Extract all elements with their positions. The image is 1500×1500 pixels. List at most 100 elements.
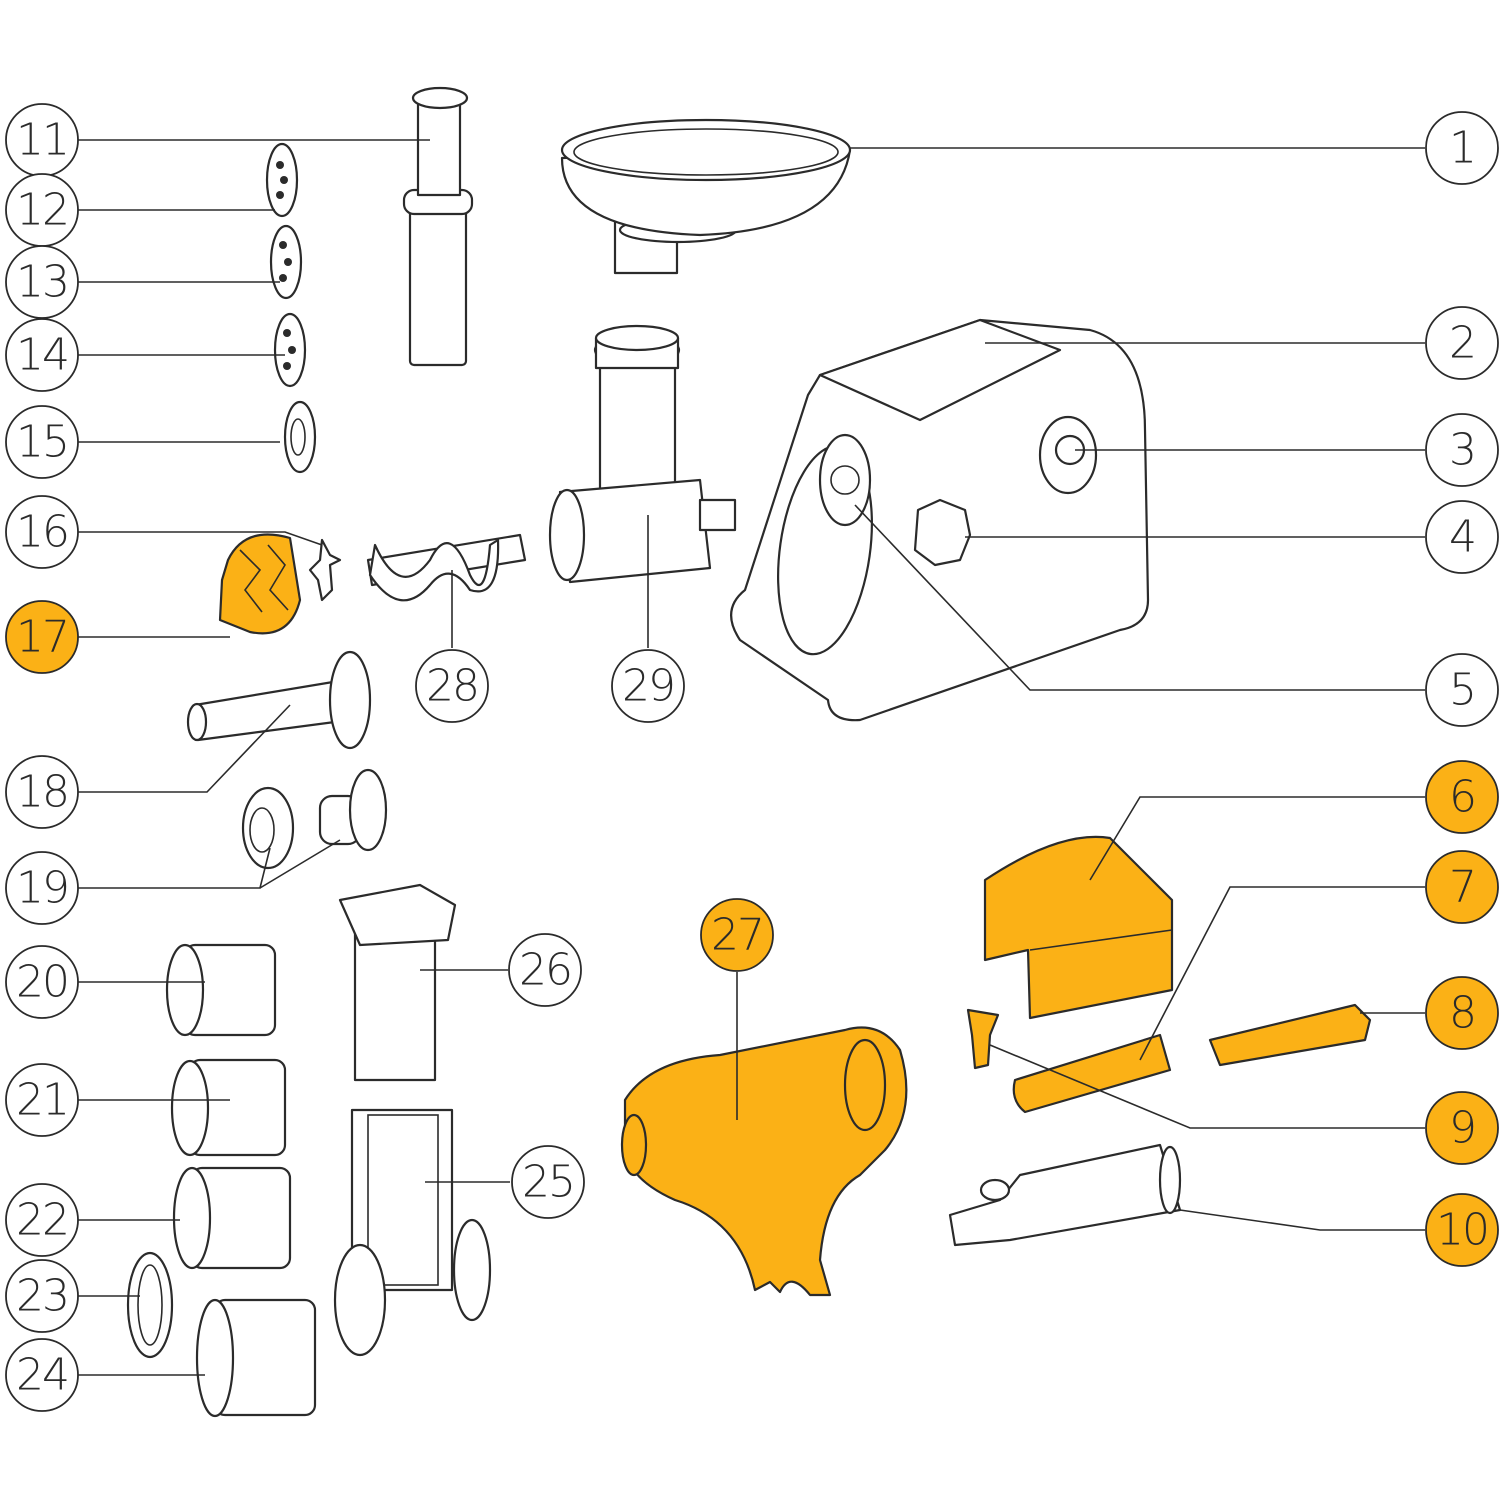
callout-label-5: 5 — [1449, 665, 1475, 716]
callout-label-18: 18 — [16, 767, 68, 818]
callout-circle-3 — [1425, 413, 1499, 487]
callout-label-8: 8 — [1449, 988, 1475, 1039]
callout-29: 29 — [611, 649, 685, 723]
callout-label-19: 19 — [16, 863, 68, 914]
callout-6: 6 — [1425, 760, 1499, 834]
callout-5: 5 — [1425, 653, 1499, 727]
callout-label-16: 16 — [16, 507, 68, 558]
callout-circle-18 — [5, 755, 79, 829]
callout-circle-9 — [1425, 1091, 1499, 1165]
callout-circle-17 — [5, 600, 79, 674]
callout-label-20: 20 — [16, 957, 68, 1008]
callout-7: 7 — [1425, 850, 1499, 924]
part-6-cover — [983, 835, 1174, 1020]
callout-label-4: 4 — [1449, 512, 1475, 563]
part-12-plate — [265, 142, 299, 218]
callout-circle-25 — [511, 1145, 585, 1219]
callout-label-11: 11 — [16, 115, 68, 166]
callout-label-27: 27 — [711, 910, 763, 961]
part-9-screw — [966, 1008, 1000, 1070]
callout-22: 22 — [5, 1183, 79, 1257]
part-16-blade — [308, 538, 342, 602]
part-22-drum — [172, 1166, 292, 1270]
part-1-tray — [560, 118, 852, 275]
callout-19: 19 — [5, 851, 79, 925]
callout-label-23: 23 — [16, 1271, 68, 1322]
callout-circle-1 — [1425, 111, 1499, 185]
callout-circle-22 — [5, 1183, 79, 1257]
callout-21: 21 — [5, 1063, 79, 1137]
callout-label-21: 21 — [16, 1075, 68, 1126]
callout-3: 3 — [1425, 413, 1499, 487]
callout-label-12: 12 — [16, 185, 68, 236]
callout-circle-2 — [1425, 306, 1499, 380]
callout-20: 20 — [5, 945, 79, 1019]
callout-circle-5 — [1425, 653, 1499, 727]
part-18-nozzle — [186, 650, 372, 750]
callout-circle-20 — [5, 945, 79, 1019]
part-21-drum — [170, 1058, 287, 1157]
part-28-auger — [366, 533, 527, 602]
callout-23: 23 — [5, 1259, 79, 1333]
callout-label-22: 22 — [16, 1195, 68, 1246]
callout-circle-7 — [1425, 850, 1499, 924]
callout-17: 17 — [5, 600, 79, 674]
callout-circle-8 — [1425, 976, 1499, 1050]
part-24-drum — [195, 1298, 317, 1418]
callout-12: 12 — [5, 173, 79, 247]
leader-lines — [77, 139, 1425, 1376]
part-19-kit — [241, 768, 388, 870]
callout-10: 10 — [1425, 1193, 1499, 1267]
callout-9: 9 — [1425, 1091, 1499, 1165]
callout-circle-16 — [5, 495, 79, 569]
callout-label-26: 26 — [519, 945, 571, 996]
callout-label-29: 29 — [622, 661, 674, 712]
motor-housing — [730, 318, 1150, 722]
callout-circle-27 — [700, 898, 774, 972]
callout-25: 25 — [511, 1145, 585, 1219]
part-10-shaft — [948, 1143, 1182, 1247]
callout-label-15: 15 — [16, 417, 68, 468]
part-13-plate — [269, 224, 303, 300]
part-11-pusher — [402, 86, 474, 367]
callout-24: 24 — [5, 1338, 79, 1412]
callout-8: 8 — [1425, 976, 1499, 1050]
callout-label-7: 7 — [1449, 862, 1475, 913]
callout-27: 27 — [700, 898, 774, 972]
callout-label-1: 1 — [1449, 123, 1475, 174]
callouts: 1234567891011121314151617181920212223242… — [5, 103, 1499, 1412]
callout-label-2: 2 — [1449, 318, 1475, 369]
callout-label-13: 13 — [16, 257, 68, 308]
callout-circle-13 — [5, 245, 79, 319]
part-25-slicer-housing — [333, 1108, 492, 1357]
callout-1: 1 — [1425, 111, 1499, 185]
callout-label-24: 24 — [16, 1350, 68, 1401]
callout-16: 16 — [5, 495, 79, 569]
callout-circle-14 — [5, 318, 79, 392]
callout-4: 4 — [1425, 500, 1499, 574]
callout-circle-29 — [611, 649, 685, 723]
callout-label-10: 10 — [1436, 1205, 1488, 1256]
callout-circle-10 — [1425, 1193, 1499, 1267]
part-20-drum — [165, 943, 277, 1037]
callout-28: 28 — [415, 649, 489, 723]
callout-26: 26 — [508, 933, 582, 1007]
callout-label-14: 14 — [16, 330, 68, 381]
callout-label-25: 25 — [522, 1157, 574, 1208]
callout-circle-23 — [5, 1259, 79, 1333]
part-23-ring — [126, 1251, 174, 1359]
callout-13: 13 — [5, 245, 79, 319]
callout-label-17: 17 — [16, 612, 68, 663]
callout-circle-26 — [508, 933, 582, 1007]
callout-label-9: 9 — [1449, 1103, 1475, 1154]
callout-label-6: 6 — [1449, 772, 1475, 823]
callout-18: 18 — [5, 755, 79, 829]
callout-14: 14 — [5, 318, 79, 392]
callout-11: 11 — [5, 103, 79, 177]
part-27-juicer-housing — [620, 1026, 908, 1297]
part-15-plate — [283, 400, 317, 474]
part-8-spiral — [1208, 1003, 1372, 1067]
part-7-sieve — [1012, 1033, 1172, 1114]
callout-label-28: 28 — [426, 661, 478, 712]
